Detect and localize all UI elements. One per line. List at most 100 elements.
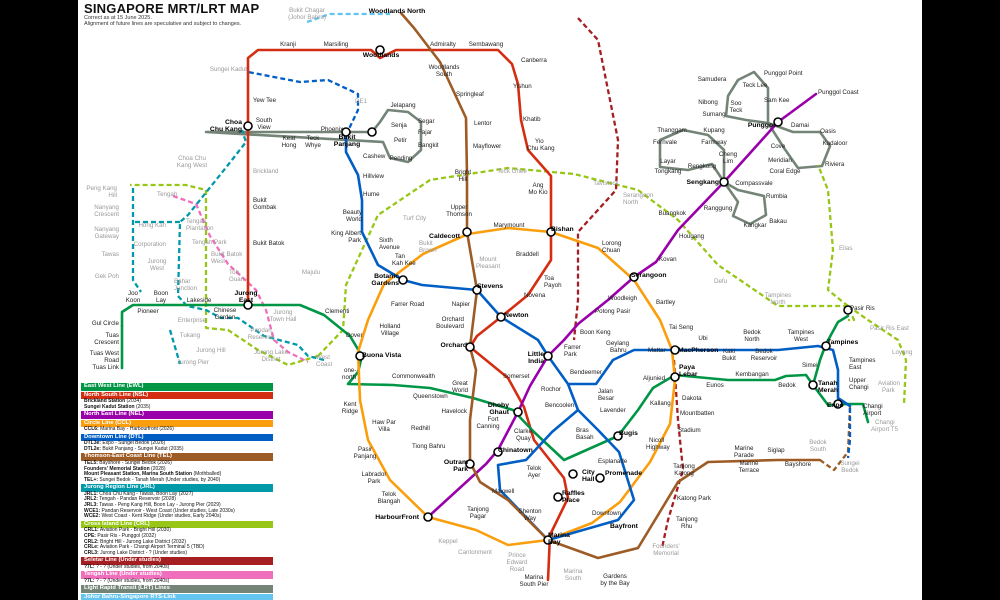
station-label: Panjang — [334, 141, 360, 148]
station-label: Tan — [395, 253, 406, 260]
station-label: Siglap — [767, 447, 785, 454]
legend-note-text: ? - ? (Under studies, from 2040s) — [94, 563, 170, 570]
station-label: Sungei Kadut — [210, 66, 247, 73]
interchange-macpherson — [670, 345, 680, 355]
interchange-orchard — [465, 342, 475, 352]
legend-note-text: (2035) — [134, 403, 151, 410]
station-label: Great — [452, 380, 468, 387]
station-label: Springleaf — [456, 91, 484, 98]
station-label: Changi — [849, 384, 869, 391]
station-label: Nicoll — [649, 437, 664, 444]
station-label: Marina — [548, 532, 570, 539]
station-label: Farmway — [701, 139, 727, 146]
dtl-extension — [247, 70, 360, 136]
station-label: Payoh — [544, 282, 562, 289]
station-label: Prince — [508, 552, 526, 559]
station-label: Parade — [734, 452, 755, 459]
station-label: Novena — [524, 292, 546, 299]
station-label: Orchard — [442, 316, 465, 323]
legend-note-text: Tengah - Pandan Reservoir (2028) — [97, 496, 176, 503]
station-label: King Albert — [331, 230, 361, 237]
station-label: Kah Kee — [392, 260, 416, 267]
interchange-bukit-panjang-lrt — [367, 127, 377, 137]
station-label: Outram — [444, 459, 468, 466]
station-label: Kranji — [280, 41, 296, 48]
legend-line-header: Tengah Line (Under studies) — [81, 571, 273, 579]
station-label: Bedok — [778, 382, 796, 389]
station-label: Aljunied — [643, 375, 666, 382]
station-label: Clarke — [514, 428, 532, 435]
legend-line-header: Downtown Line (DTL) — [81, 433, 273, 442]
station-label: Nanyang — [94, 226, 119, 233]
station-label: Shenton — [518, 508, 542, 515]
sengkang-lrt-west — [658, 128, 726, 184]
station-label: Brown — [419, 247, 437, 254]
legend-line-header: Cross Island Line (CRL) — [81, 520, 273, 529]
station-label: Tiong Bahru — [412, 443, 446, 450]
station-label: Pasir — [358, 446, 372, 453]
station-label: Caldecott — [429, 233, 461, 240]
station-label: Lentor — [474, 120, 492, 127]
station-label: Dhoby — [488, 402, 509, 409]
lrt-lines — [204, 70, 832, 226]
station-label: Quay — [516, 435, 532, 442]
station-label: Road — [104, 357, 119, 364]
station-label: Changi — [875, 419, 895, 426]
station-label: Keat — [283, 135, 296, 142]
rts-link — [306, 12, 390, 24]
interchange-buona-vista — [355, 351, 365, 361]
legend-note: Founders' Memorial Station (2028) — [81, 465, 273, 473]
station-label: Bahru — [610, 347, 627, 354]
station-label: Park — [348, 237, 362, 244]
station-label: Ayer — [528, 472, 541, 479]
interchange-pasir-ris — [843, 305, 853, 315]
station-label: Jurong — [148, 258, 167, 265]
legend-note-text: (2028) — [149, 465, 166, 472]
station-label: Redhill — [411, 425, 430, 432]
interchange-caldecott — [462, 227, 472, 237]
station-label: Tanjong — [673, 463, 695, 470]
station-label: Hill — [108, 192, 117, 199]
station-label: Newton — [504, 312, 529, 319]
station-label: Bukit Batok — [211, 251, 243, 258]
station-label: Brickland — [253, 168, 279, 175]
crl-line — [317, 164, 908, 406]
station-label: Rochor — [541, 386, 561, 393]
station-label: Tanjong — [676, 516, 698, 523]
station-label: Buona Vista — [362, 352, 401, 359]
station-label: Oasis — [820, 128, 836, 135]
legend-note: Mount Pleasant Station, Marina South Sta… — [81, 471, 273, 478]
station-label: Tengah — [157, 191, 178, 198]
station-label: Punggol — [748, 122, 775, 129]
station-label: Simei — [802, 362, 817, 369]
legend-note-code: DTL2e: — [84, 445, 101, 452]
station-label: DE1 — [355, 98, 368, 105]
legend-line-header: Thomson-East Coast Line (TEL) — [81, 453, 273, 461]
station-label: Stadium — [678, 427, 701, 434]
station-label: South — [436, 71, 453, 78]
station-label: Jurong Pier — [177, 359, 209, 366]
legend-note-code: CRL2: — [84, 538, 99, 545]
station-label: Upper — [849, 377, 866, 384]
interchange-woodlands — [375, 45, 385, 55]
station-label: Park — [564, 351, 578, 358]
station-label: Woodlands North — [369, 8, 426, 15]
interchange-tanah-merah — [808, 380, 818, 390]
station-label: Lay — [156, 297, 167, 304]
station-label: Teck Ghee — [497, 168, 527, 175]
station-label: Punggol Point — [764, 70, 803, 77]
station-label: Way — [524, 515, 537, 522]
station-label: Katong — [674, 470, 694, 477]
interchange-dhoby-ghaut — [513, 407, 523, 417]
station-label: Tuas — [105, 332, 119, 339]
station-label: Teck — [730, 107, 744, 114]
station-label: Bukit — [339, 134, 357, 141]
station-label: Chinese — [214, 307, 237, 314]
station-label: Ranggung — [704, 205, 733, 212]
station-label: Compassvale — [735, 180, 773, 187]
legend-line-header: North East Line (NEL) — [81, 411, 273, 419]
station-label: South — [256, 117, 273, 124]
station-label: Fernvale — [653, 139, 678, 146]
legend-note-code: CPE: — [84, 532, 96, 539]
station-label: Segar — [418, 118, 435, 125]
